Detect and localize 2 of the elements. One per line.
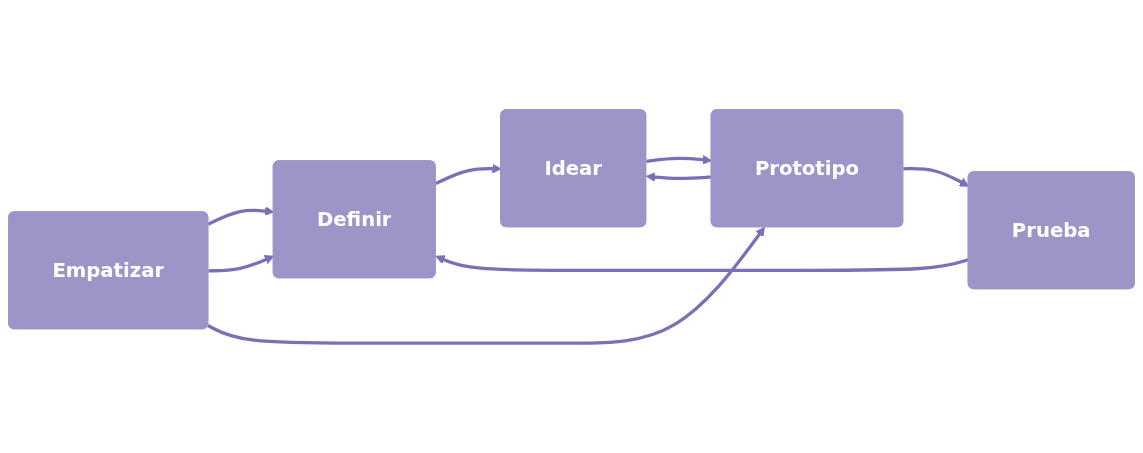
arrow bbox=[645, 172, 712, 182]
arrow bbox=[207, 226, 766, 345]
